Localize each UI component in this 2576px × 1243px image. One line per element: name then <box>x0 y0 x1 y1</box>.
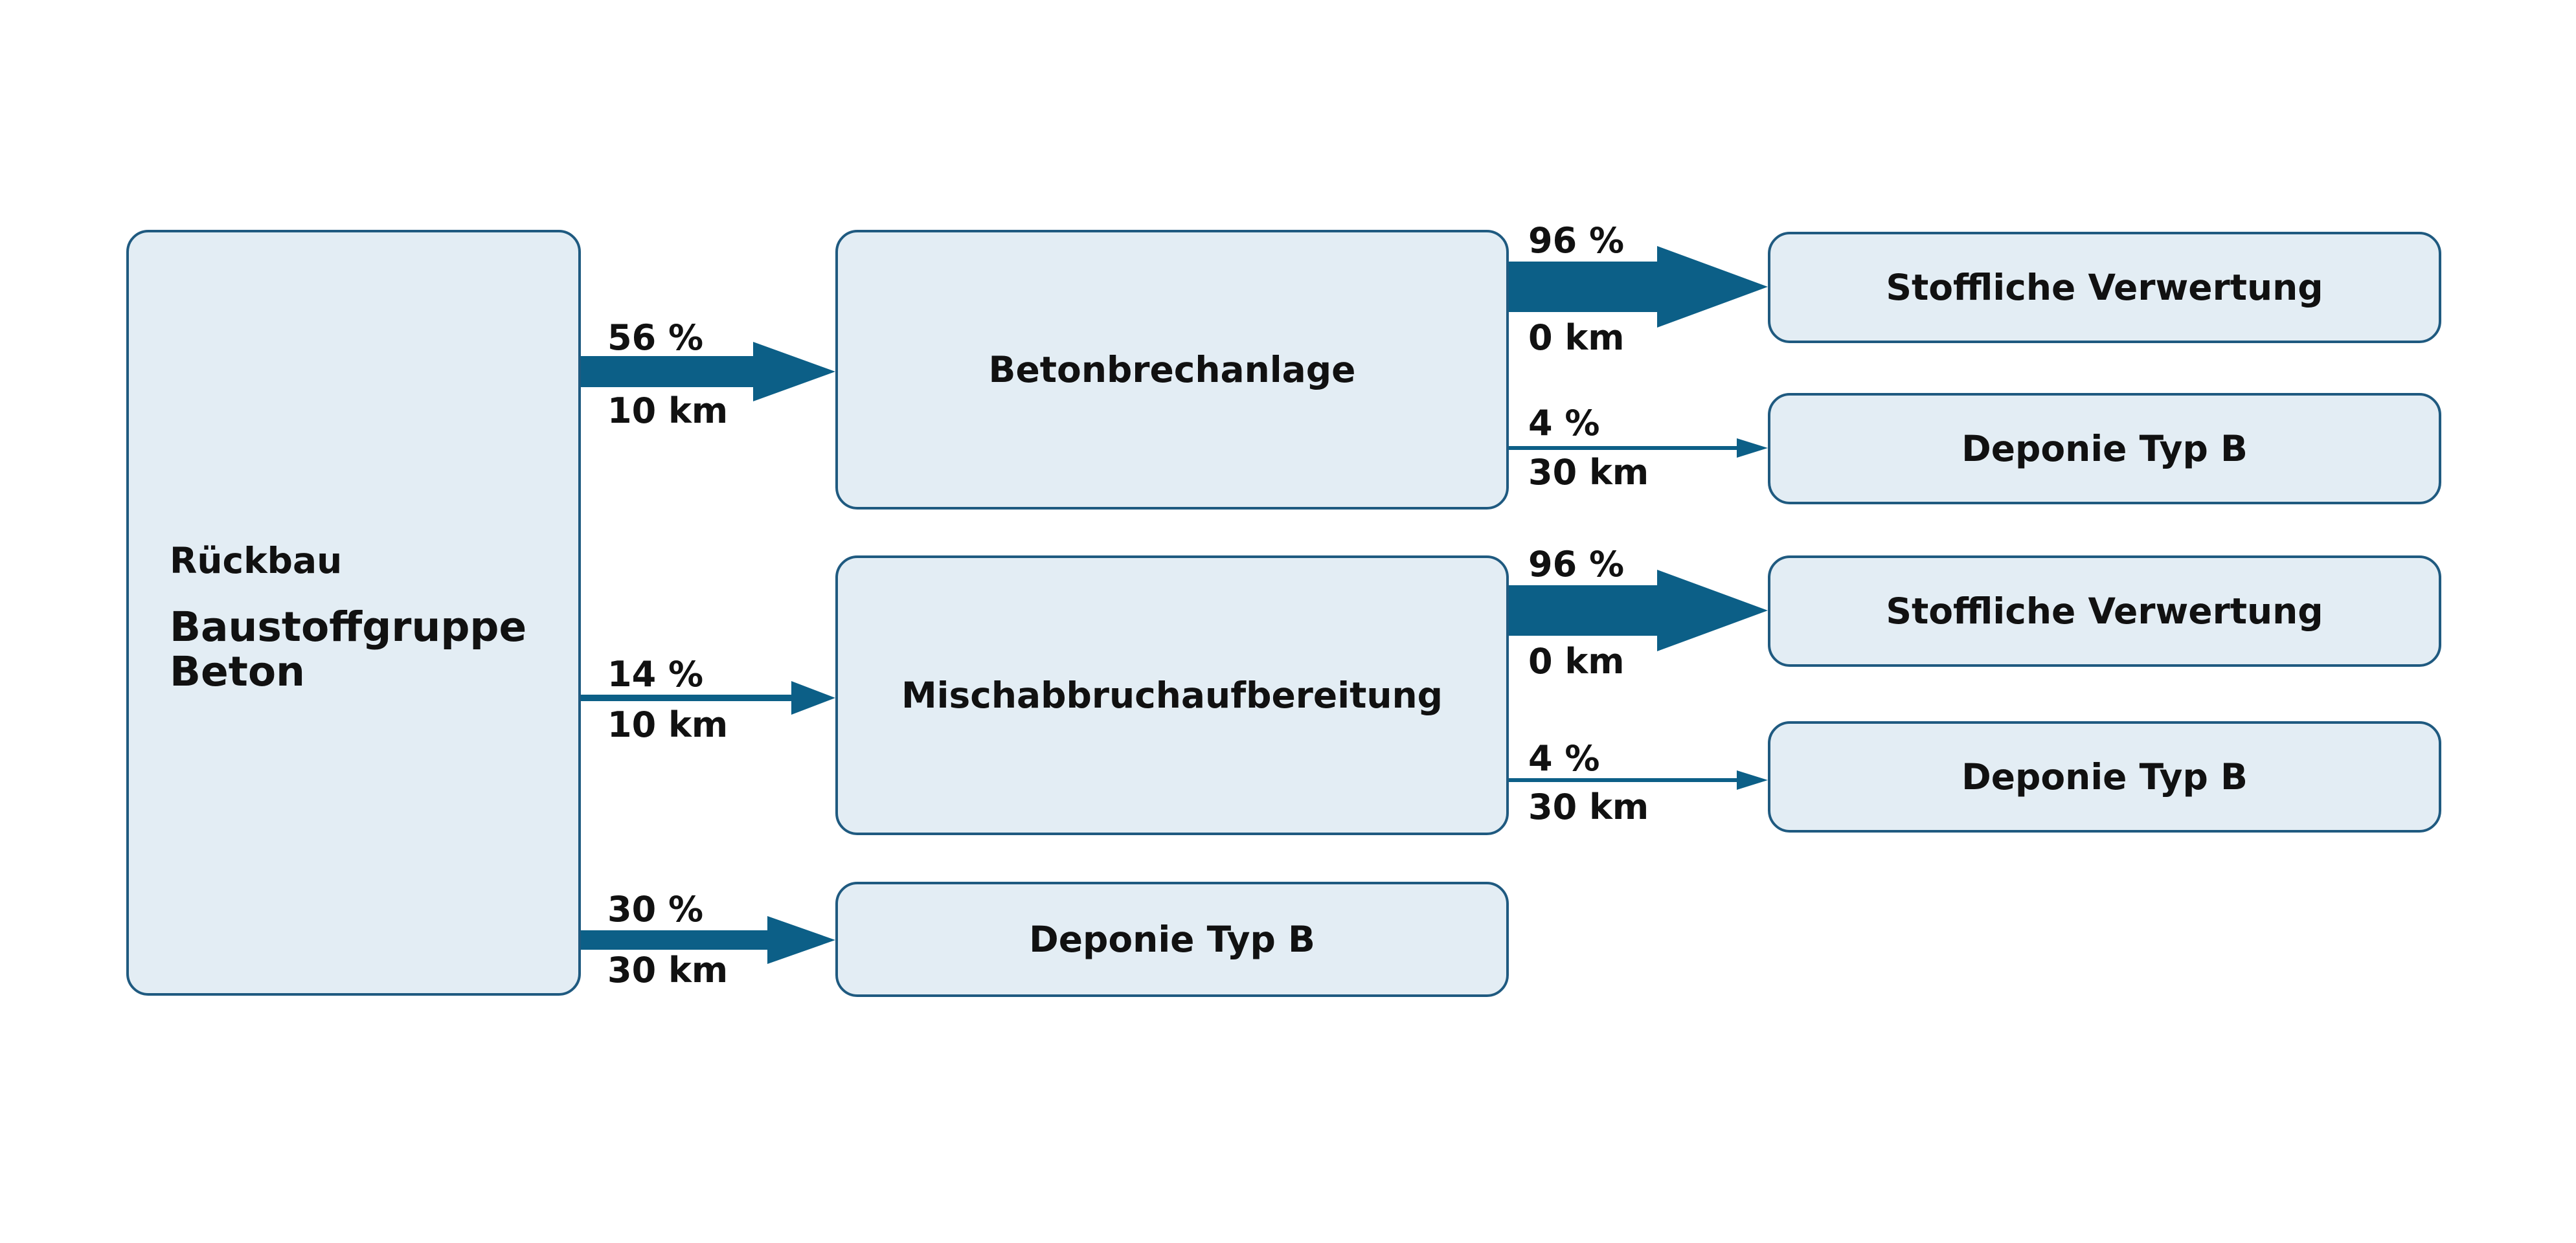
source-box: Rückbau Baustoffgruppe Beton <box>126 230 581 996</box>
source-group-line1: Baustoffgruppe <box>170 603 527 651</box>
beton-deponie-box: Deponie Typ B <box>1768 393 2441 504</box>
flow-misch-percent: 14 % <box>607 654 704 695</box>
deponie-middle-box: Deponie Typ B <box>835 882 1509 997</box>
arrow-to-betonbrechanlage <box>581 342 835 401</box>
misch-deponie-box: Deponie Typ B <box>1768 721 2441 833</box>
flow-deponie-distance: 30 km <box>607 950 729 991</box>
flow-deponie-percent: 30 % <box>607 889 704 930</box>
misch-deponie-label: Deponie Typ B <box>1961 756 2248 798</box>
flow-misch-stoffliche-percent: 96 % <box>1528 544 1625 585</box>
source-group: Baustoffgruppe Beton <box>170 605 526 694</box>
flow-beton-percent: 56 % <box>607 317 704 358</box>
betonbrechanlage-box: Betonbrechanlage <box>835 230 1509 510</box>
flow-misch-deponie-distance: 30 km <box>1528 787 1649 827</box>
betonbrechanlage-label: Betonbrechanlage <box>988 349 1356 390</box>
flow-beton-deponie-distance: 30 km <box>1528 452 1649 493</box>
arrow-misch-to-stoffliche <box>1508 570 1768 651</box>
deponie-middle-label: Deponie Typ B <box>1029 919 1315 960</box>
arrow-misch-to-deponie <box>1508 770 1768 790</box>
arrow-beton-to-stoffliche <box>1508 246 1768 328</box>
flow-beton-stoffliche-distance: 0 km <box>1528 317 1625 358</box>
flow-misch-distance: 10 km <box>607 704 729 745</box>
flow-misch-stoffliche-distance: 0 km <box>1528 641 1625 682</box>
flow-beton-deponie-percent: 4 % <box>1528 403 1600 443</box>
beton-stoffliche-box: Stoffliche Verwertung <box>1768 232 2441 343</box>
beton-stoffliche-label: Stoffliche Verwertung <box>1886 267 2323 308</box>
arrow-beton-to-deponie <box>1508 438 1768 458</box>
flow-beton-stoffliche-percent: 96 % <box>1528 220 1625 261</box>
source-group-line2: Beton <box>170 648 305 695</box>
misch-stoffliche-label: Stoffliche Verwertung <box>1886 590 2323 632</box>
source-title: Rückbau <box>170 540 343 581</box>
beton-deponie-label: Deponie Typ B <box>1961 428 2248 469</box>
flow-beton-distance: 10 km <box>607 390 729 431</box>
mischabbruch-label: Mischabbruchaufbereitung <box>901 675 1443 716</box>
misch-stoffliche-box: Stoffliche Verwertung <box>1768 555 2441 667</box>
mischabbruch-box: Mischabbruchaufbereitung <box>835 555 1509 835</box>
arrow-to-mischabbruch <box>581 681 835 715</box>
flow-misch-deponie-percent: 4 % <box>1528 738 1600 779</box>
arrow-to-deponie <box>581 916 835 964</box>
